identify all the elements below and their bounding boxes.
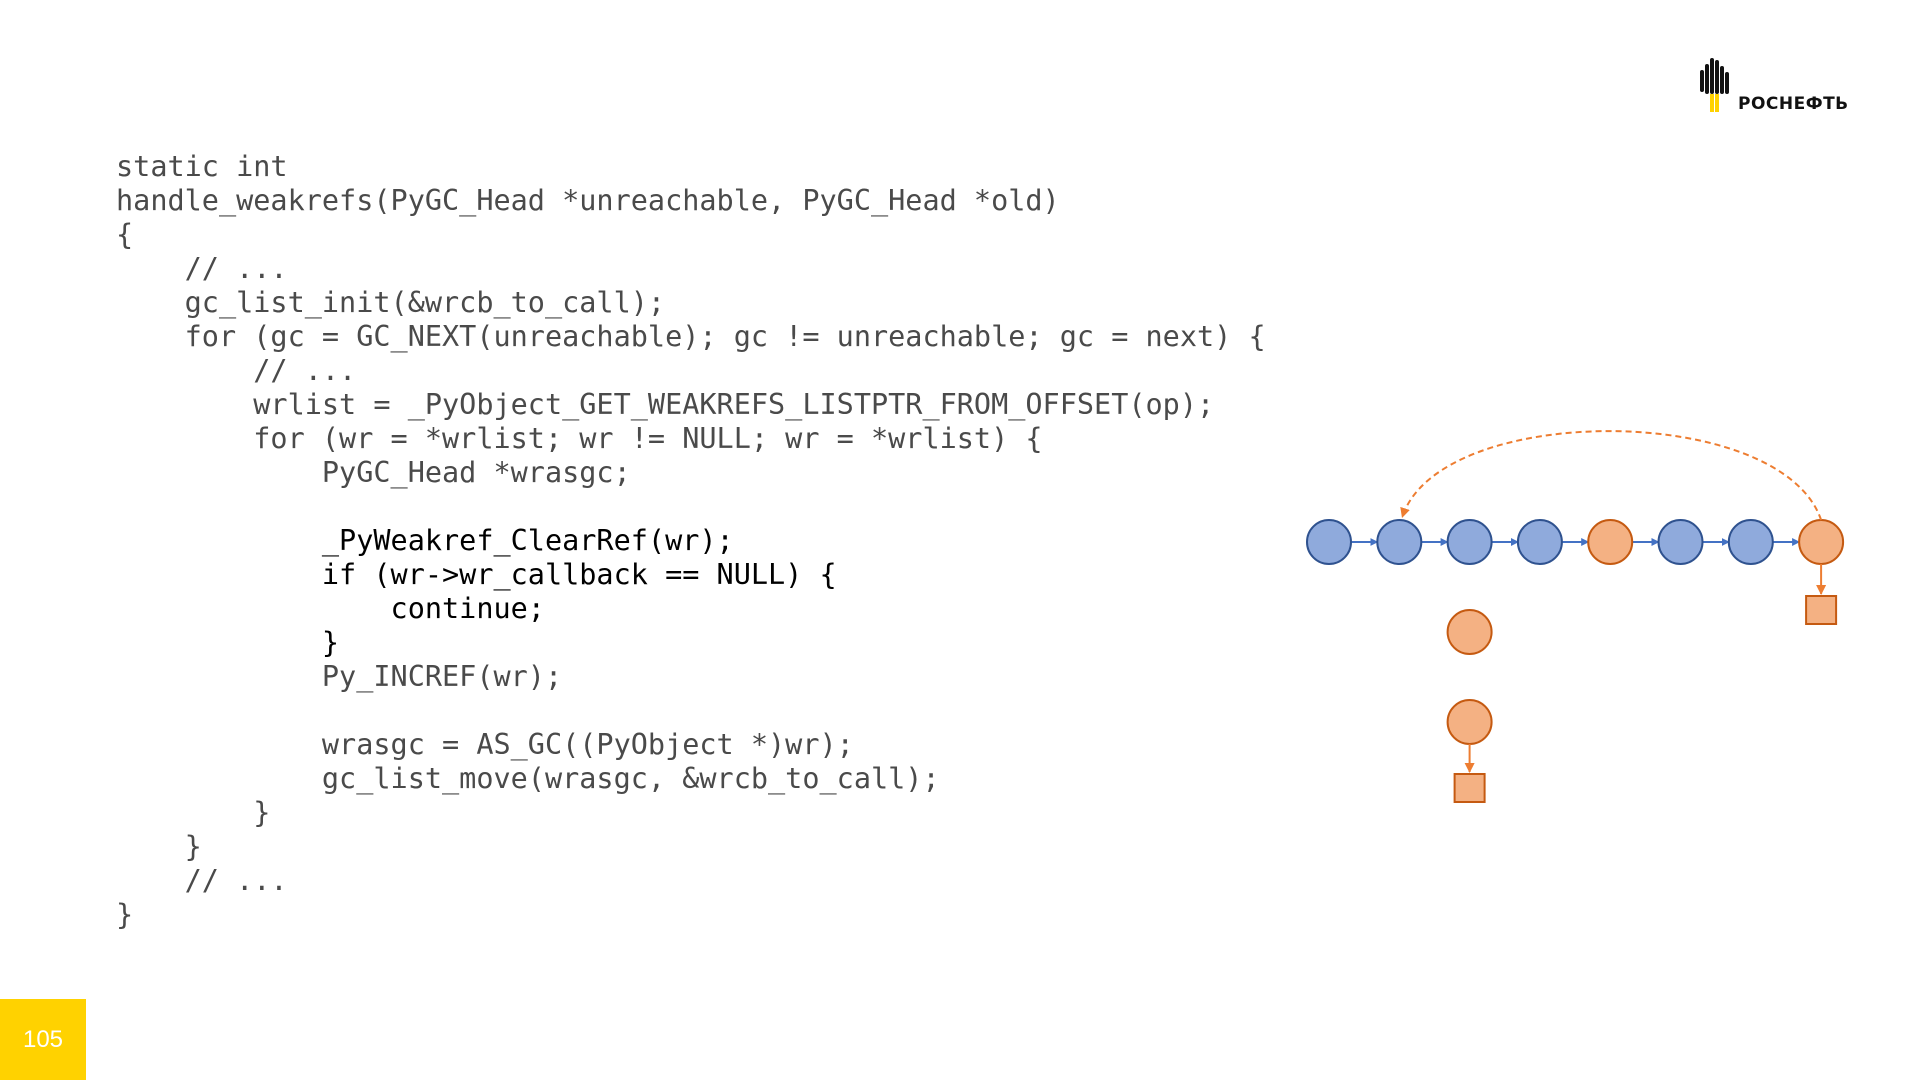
code-line: gc_list_init(&wrcb_to_call); (116, 286, 666, 319)
code-line: continue; (116, 592, 545, 625)
code-line (116, 490, 1266, 524)
object-node (1516, 519, 1563, 565)
code-line: handle_weakrefs(PyGC_Head *unreachable, … (116, 184, 1060, 217)
object-node (1376, 519, 1423, 565)
back-reference-arrow (1400, 430, 1823, 521)
detached-weakref-node (1446, 699, 1493, 745)
code-line: // ... (116, 354, 357, 387)
detached-weakref-node (1446, 609, 1493, 655)
code-line: static int (116, 150, 288, 183)
code-line: wrasgc = AS_GC((PyObject *)wr); (116, 728, 854, 761)
code-line: Py_INCREF(wr); (116, 660, 563, 693)
code-line: } (116, 830, 202, 863)
logo-text: РОСНЕФТЬ (1738, 94, 1849, 114)
code-line: wrlist = _PyObject_GET_WEAKREFS_LISTPTR_… (116, 388, 1215, 421)
code-line: for (gc = GC_NEXT(unreachable); gc != un… (116, 320, 1266, 353)
code-line: for (wr = *wrlist; wr != NULL; wr = *wrl… (116, 422, 1043, 455)
weakref-node (1798, 519, 1845, 565)
code-line: PyGC_Head *wrasgc; (116, 456, 631, 489)
code-line: // ... (116, 864, 288, 897)
code-line: } (116, 796, 271, 829)
object-node (1727, 519, 1774, 565)
code-line: if (wr->wr_callback == NULL) { (116, 558, 837, 591)
weakref-node (1587, 519, 1634, 565)
code-line: { (116, 218, 134, 251)
object-node (1657, 519, 1704, 565)
code-line: _PyWeakref_ClearRef(wr); (116, 524, 734, 557)
code-line: // ... (116, 252, 288, 285)
object-node (1306, 519, 1352, 565)
page-number-badge: 105 (0, 999, 86, 1080)
code-line: } (116, 898, 134, 931)
code-line (116, 694, 1266, 728)
code-line: gc_list_move(wrasgc, &wrcb_to_call); (116, 762, 940, 795)
code-line: } (116, 626, 340, 659)
rosneft-logo-icon (1700, 58, 1729, 112)
object-node (1446, 519, 1493, 565)
rosneft-logo: РОСНЕФТЬ (1700, 56, 1880, 118)
callback-square (1805, 595, 1838, 625)
callback-square (1453, 773, 1486, 803)
